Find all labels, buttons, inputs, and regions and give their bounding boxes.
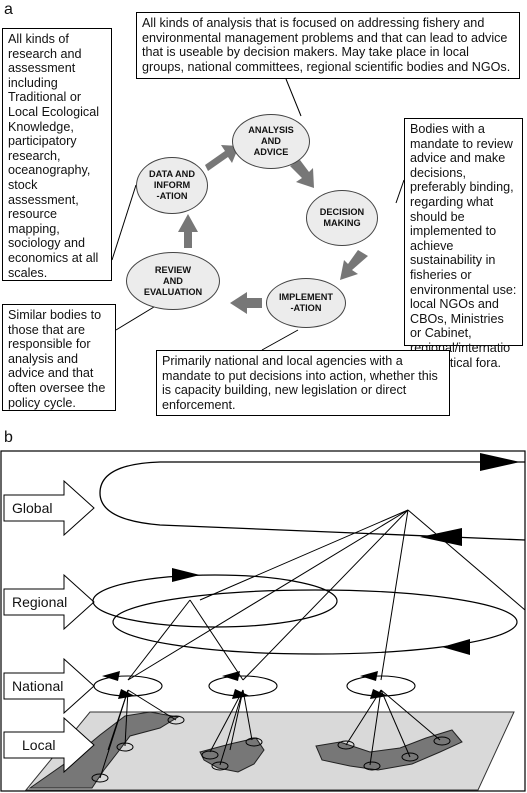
cycle-arrow-icon: [290, 160, 314, 188]
cycle-arrow-icon: [340, 250, 368, 280]
level-arrow-local: [3, 716, 95, 774]
cycle-arrow-icon: [178, 214, 198, 248]
level-regional: Regional: [12, 594, 68, 610]
note-implementation: Primarily national and local agencies wi…: [156, 350, 450, 416]
node-decision: DECISION MAKING: [306, 190, 378, 246]
node-analysis: ANALYSIS AND ADVICE: [232, 114, 310, 169]
cycle-arrow-icon: [230, 292, 262, 314]
note-review: Similar bodies to those that are respons…: [2, 304, 116, 411]
land-middle: [199, 737, 265, 773]
node-data: DATA AND INFORM -ATION: [136, 157, 208, 214]
note-analysis: All kinds of analysis that is focused on…: [136, 12, 520, 79]
level-arrow-national: [3, 657, 95, 715]
node-review: REVIEW AND EVALUATION: [126, 252, 220, 310]
level-national: National: [12, 678, 64, 694]
level-global: Global: [12, 500, 53, 516]
level-local: Local: [22, 737, 56, 753]
note-data: All kinds of research and assessment inc…: [2, 28, 112, 281]
land-right: [315, 729, 463, 771]
panel-a-label: a: [4, 1, 13, 18]
cycle-arrow-icon: [205, 145, 239, 171]
panel-b-label: b: [4, 429, 13, 446]
global-loop: [99, 461, 526, 541]
level-arrow-regional: [3, 573, 95, 631]
level-arrow-global: [3, 479, 95, 537]
node-implementation: IMPLEMENT -ATION: [266, 278, 346, 328]
